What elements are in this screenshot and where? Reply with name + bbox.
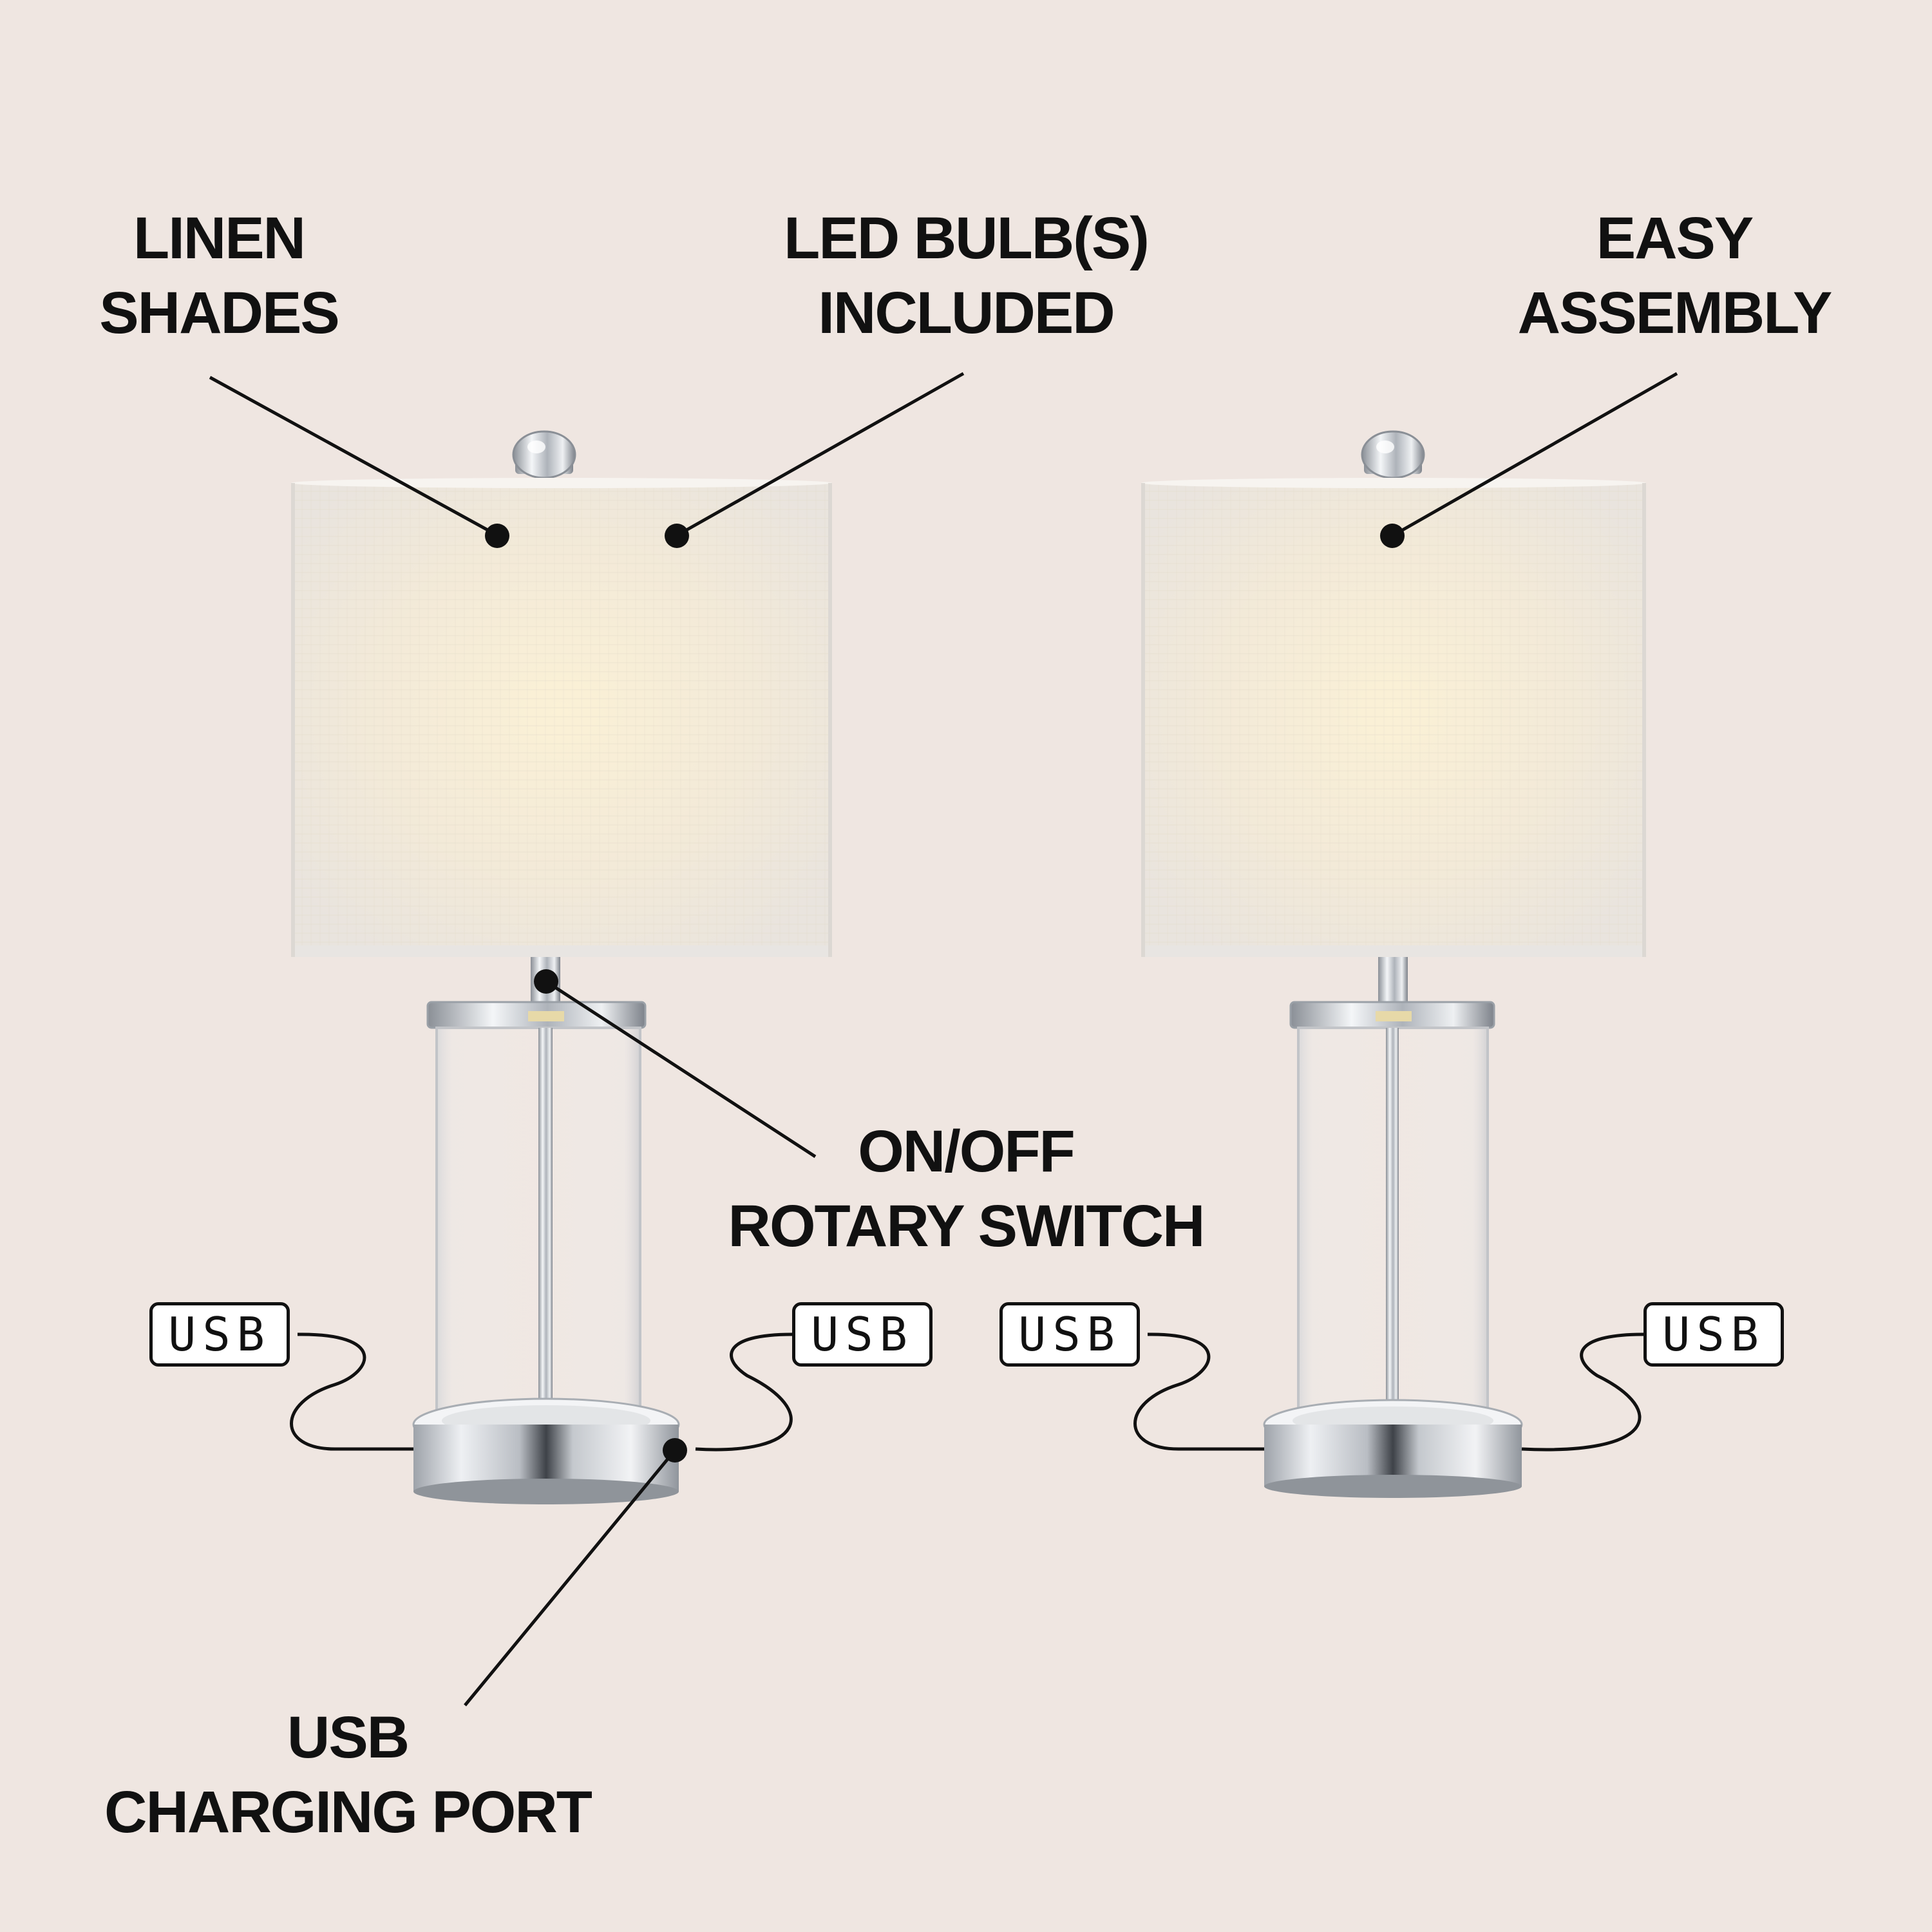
usb-tag-left-b: USB bbox=[792, 1302, 933, 1367]
usb-tag-right-b: USB bbox=[1643, 1302, 1784, 1367]
lamp-right bbox=[1141, 430, 1646, 1498]
dot-linen-shades bbox=[485, 524, 509, 548]
finial-left bbox=[512, 430, 576, 479]
callout-led-bulbs-line2: INCLUDED bbox=[818, 280, 1115, 346]
usb-cable-left-b bbox=[695, 1332, 793, 1452]
callout-linen-shades-line1: LINEN bbox=[133, 205, 306, 271]
lamp-shade-left bbox=[291, 478, 832, 957]
lamp-left bbox=[291, 430, 832, 1504]
usb-tag-right-a: USB bbox=[999, 1302, 1140, 1367]
callout-rotary-switch-line2: ROTARY SWITCH bbox=[728, 1193, 1206, 1259]
callout-easy-assembly-line2: ASSEMBLY bbox=[1517, 280, 1833, 346]
callout-led-bulbs: LED BULB(S) INCLUDED bbox=[741, 201, 1191, 350]
lamp-shade-right bbox=[1141, 478, 1646, 957]
usb-cable-left-a bbox=[290, 1332, 413, 1451]
callout-linen-shades-line2: SHADES bbox=[99, 280, 339, 346]
callout-rotary-switch-line1: ON/OFF bbox=[858, 1119, 1075, 1184]
leader-usb-port bbox=[464, 1449, 676, 1707]
callout-leaders bbox=[209, 372, 1678, 1707]
callout-led-bulbs-line1: LED BULB(S) bbox=[784, 205, 1150, 271]
usb-cable-icons bbox=[290, 1332, 1644, 1452]
leader-easy-assembly bbox=[1391, 372, 1678, 538]
callout-linen-shades: LINEN SHADES bbox=[77, 201, 361, 350]
callout-easy-assembly-line1: EASY bbox=[1596, 205, 1754, 271]
callout-rotary-switch: ON/OFF ROTARY SWITCH bbox=[696, 1114, 1236, 1264]
leader-rotary-switch bbox=[545, 980, 817, 1159]
usb-cable-right-a bbox=[1133, 1332, 1264, 1451]
leader-led-bulbs bbox=[675, 372, 965, 538]
callout-dots bbox=[485, 524, 1405, 1463]
dot-rotary-switch bbox=[534, 969, 558, 994]
dot-easy-assembly bbox=[1380, 524, 1405, 548]
leader-linen-shades bbox=[209, 375, 497, 536]
callout-easy-assembly: EASY ASSEMBLY bbox=[1481, 201, 1868, 350]
usb-cable-right-b bbox=[1521, 1332, 1644, 1452]
callout-usb-port: USB CHARGING PORT bbox=[77, 1700, 618, 1850]
usb-tag-left-a: USB bbox=[149, 1302, 290, 1367]
callout-usb-port-line1: USB bbox=[287, 1705, 410, 1770]
callout-usb-port-line2: CHARGING PORT bbox=[104, 1779, 592, 1845]
finial-right bbox=[1361, 430, 1425, 479]
dot-led-bulbs bbox=[665, 524, 689, 548]
dot-usb-port bbox=[663, 1438, 687, 1463]
